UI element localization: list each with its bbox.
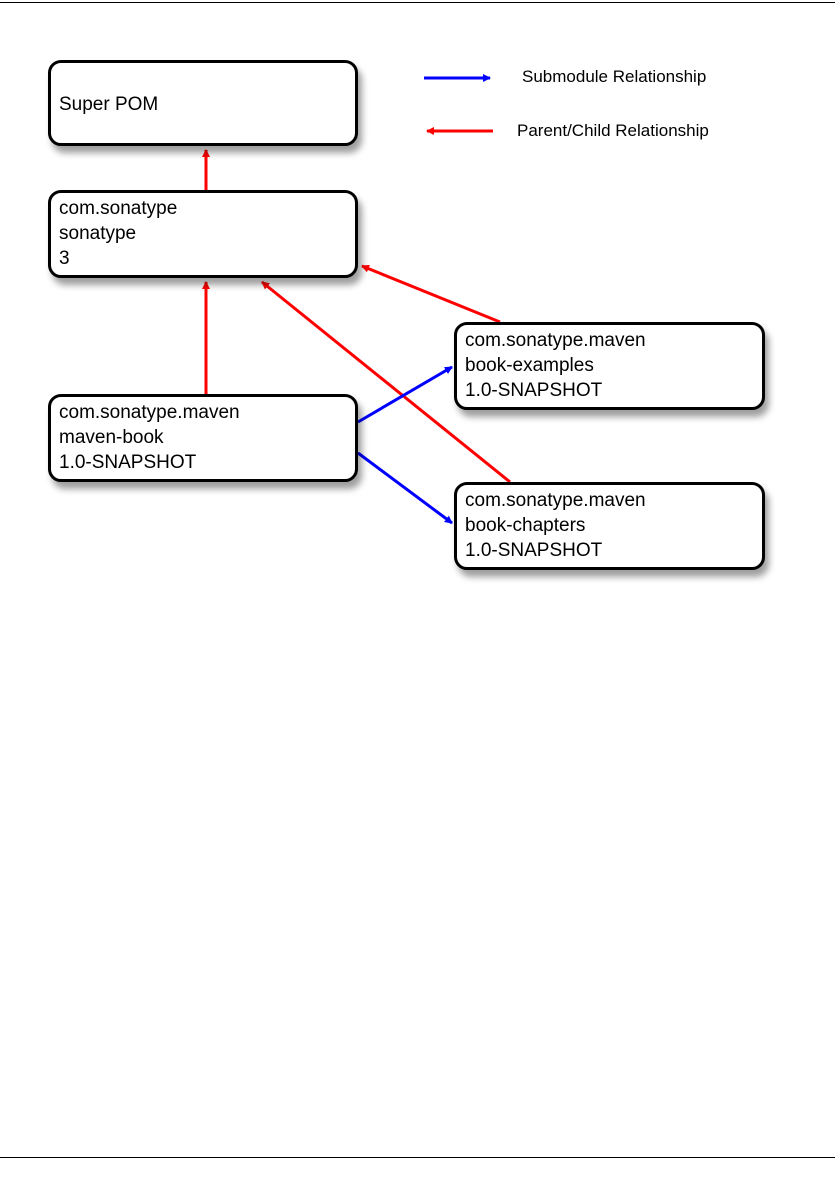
edge-book-examples-to-sonatype — [361, 264, 501, 324]
node-book-chapters-group-id: com.sonatype.maven — [465, 490, 646, 511]
node-book-examples-version: 1.0-SNAPSHOT — [465, 380, 603, 401]
node-sonatype: com.sonatype sonatype 3 — [48, 190, 358, 278]
legend-submodule-label: Submodule Relationship — [522, 67, 707, 86]
node-book-examples: com.sonatype.maven book-examples 1.0-SNA… — [454, 322, 765, 410]
node-book-examples-artifact-id: book-examples — [465, 355, 594, 376]
top-rule — [0, 2, 835, 3]
node-sonatype-group-id: com.sonatype — [59, 198, 178, 219]
node-sonatype-version: 3 — [59, 248, 70, 269]
node-book-chapters-version: 1.0-SNAPSHOT — [465, 540, 603, 561]
node-super-pom-name: Super POM — [59, 94, 159, 115]
edge-book-chapters-to-sonatype — [261, 280, 511, 484]
node-maven-book-group-id: com.sonatype.maven — [59, 402, 240, 423]
edge-maven-book-to-book-chapters — [357, 451, 453, 525]
node-book-chapters: com.sonatype.maven book-chapters 1.0-SNA… — [454, 482, 765, 570]
node-super-pom: Super POM — [48, 60, 358, 146]
node-maven-book: com.sonatype.maven maven-book 1.0-SNAPSH… — [48, 394, 358, 482]
legend-parent-child-label: Parent/Child Relationship — [517, 121, 709, 140]
node-maven-book-artifact-id: maven-book — [59, 427, 164, 448]
relationship-edges — [202, 74, 511, 525]
node-sonatype-artifact-id: sonatype — [59, 223, 137, 244]
node-maven-book-version: 1.0-SNAPSHOT — [59, 452, 197, 473]
pom-relationship-diagram: Submodule Relationship Parent/Child Rela… — [48, 60, 765, 570]
edge-maven-book-to-book-examples — [357, 365, 453, 424]
node-book-examples-group-id: com.sonatype.maven — [465, 330, 646, 351]
node-book-chapters-artifact-id: book-chapters — [465, 515, 586, 536]
bottom-rule — [0, 1157, 835, 1158]
